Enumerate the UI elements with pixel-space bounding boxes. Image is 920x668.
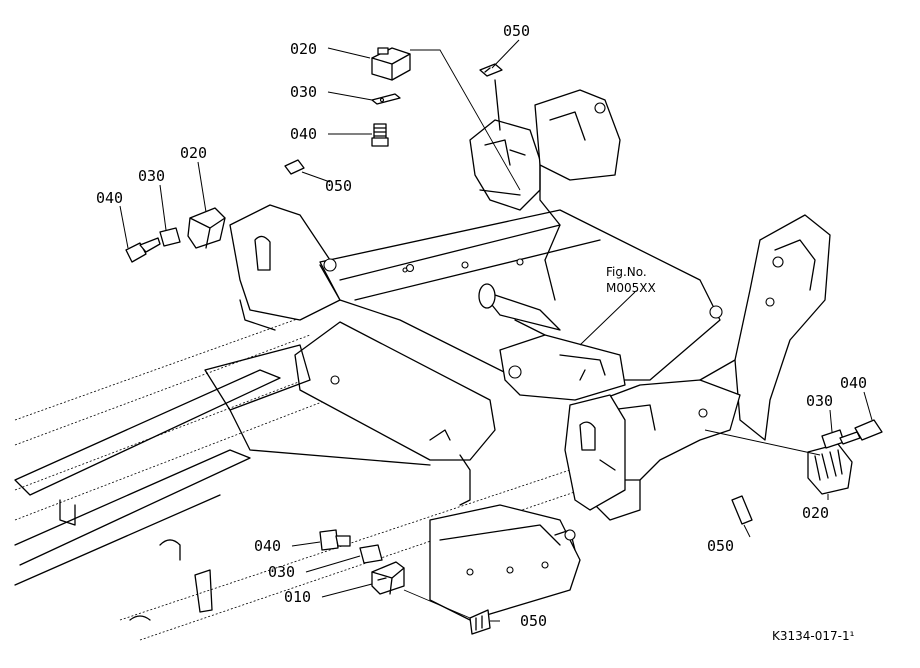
relay-part-left <box>187 207 226 249</box>
callout-label: 050 <box>325 177 352 195</box>
plate-part-bottom <box>359 544 383 564</box>
callout-label: 040 <box>254 537 281 555</box>
plate-part-top <box>371 93 401 105</box>
plate-part-left <box>159 227 181 247</box>
leader-lines <box>119 39 873 622</box>
callout-label: 050 <box>503 22 530 40</box>
bolt-part-right <box>839 419 883 445</box>
callout-label: 030 <box>290 83 317 101</box>
callout-label: 040 <box>96 189 123 207</box>
clip-part-right <box>731 495 753 525</box>
callout-label: 050 <box>707 537 734 555</box>
callout-label: 020 <box>290 40 317 58</box>
bolt-part-bottom <box>319 529 351 551</box>
clip-part-left <box>284 159 305 175</box>
callout-label: 040 <box>290 125 317 143</box>
callout-label: 050 <box>520 612 547 630</box>
callout-labels: 020 030 040 050 020 030 040 050 040 030 … <box>96 22 867 643</box>
callout-label: 010 <box>284 588 311 606</box>
callout-label: 040 <box>840 374 867 392</box>
callout-label: 030 <box>806 392 833 410</box>
clip-part-top <box>479 63 503 77</box>
drawing-code: K3134-017-1¹ <box>772 629 855 643</box>
figure-ref-line1: Fig.No. <box>606 265 647 279</box>
clip-part-bottom <box>469 609 491 635</box>
figure-ref-line2: M005XX <box>606 281 656 295</box>
bolt-part-top <box>371 123 389 147</box>
chassis-frame <box>14 79 831 641</box>
callout-label: 030 <box>138 167 165 185</box>
relay-part-right <box>807 443 853 495</box>
callout-label: 020 <box>180 144 207 162</box>
main-part-010 <box>371 561 405 595</box>
callout-label: 020 <box>802 504 829 522</box>
bolt-part-left <box>125 237 161 263</box>
callout-label: 030 <box>268 563 295 581</box>
relay-part-top <box>371 47 411 81</box>
